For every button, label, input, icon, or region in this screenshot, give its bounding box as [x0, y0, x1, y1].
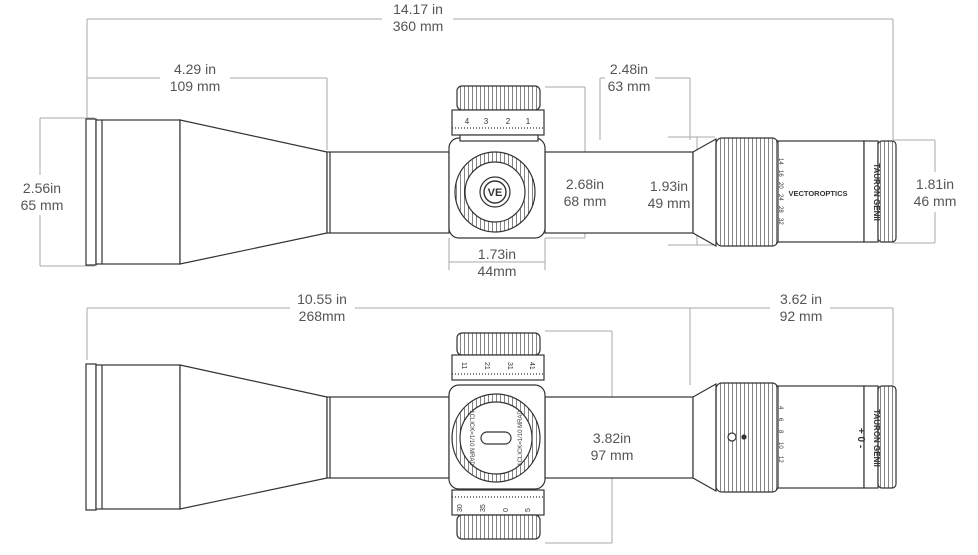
- dim-turret-height-top: 3.82in 97 mm: [590, 430, 634, 463]
- lower-turret-cap: [456, 514, 541, 540]
- top-turret-cap: [456, 332, 541, 356]
- eyepiece-body: [777, 140, 865, 243]
- dim-eyepiece-diameter: 1.93in 49 mm: [647, 178, 691, 211]
- power-ring-numbers: 14 16 20 24 28 32: [777, 158, 783, 225]
- svg-text:14: 14: [777, 158, 783, 165]
- power-ring: [715, 382, 779, 493]
- vector-optics-logo-icon: VE: [483, 180, 507, 204]
- svg-text:VE: VE: [488, 187, 503, 199]
- elevation-number: 3: [484, 117, 489, 126]
- top-turret-numbers: 11 21 31 41: [460, 362, 535, 370]
- svg-text:30: 30: [457, 504, 464, 512]
- dim-eyepiece-length: 2.48in 63 mm: [607, 61, 651, 94]
- dim-front-to-saddle: 10.55 in 268mm: [297, 291, 347, 324]
- elevation-turret-cap: [456, 85, 541, 111]
- brand-label: VECTOROPTICS: [788, 189, 847, 198]
- eyepiece-taper: [692, 382, 717, 493]
- lower-turret-numbers: 30 35 0 5: [457, 504, 532, 512]
- top-turret-scale: [451, 354, 545, 381]
- scope-side-view: [85, 85, 897, 266]
- power-ring-numbers-top: 4 6 8 10 12: [777, 406, 783, 463]
- svg-text:10: 10: [777, 442, 783, 449]
- svg-text:21: 21: [483, 362, 490, 370]
- eyepiece-body: [777, 385, 865, 489]
- cap-text-left: 1CLICK=1/10 MRAD: [468, 410, 474, 466]
- eyepiece-taper: [692, 137, 717, 248]
- svg-text:12: 12: [777, 456, 783, 463]
- dim-objective-diameter: 2.56in 65 mm: [20, 180, 64, 213]
- svg-text:31: 31: [506, 362, 513, 370]
- svg-text:6: 6: [777, 418, 783, 422]
- main-tube-front: [326, 151, 450, 234]
- dim-ocular-diameter: 1.81in 46 mm: [913, 176, 957, 209]
- elevation-number: 4: [465, 117, 470, 126]
- objective-bell: [95, 119, 181, 265]
- ocular-ring: [877, 385, 897, 489]
- model-label: TAURON GENII: [872, 163, 881, 221]
- dim-turret-height-side: 2.68in 68 mm: [563, 176, 607, 209]
- svg-text:35: 35: [480, 504, 487, 512]
- svg-text:24: 24: [777, 194, 783, 201]
- dimension-lines: [39, 18, 936, 544]
- main-tube-rear: [544, 151, 694, 234]
- dim-saddle-to-rear: 3.62 in 92 mm: [779, 291, 823, 324]
- objective-taper: [179, 119, 328, 265]
- objective-taper: [179, 364, 328, 510]
- scope-top-view: [85, 332, 897, 540]
- elevation-number: 1: [526, 117, 531, 126]
- svg-text:20: 20: [777, 182, 783, 189]
- svg-text:11: 11: [460, 362, 467, 369]
- objective-lens-rim: [85, 118, 97, 266]
- diopter-marks: + 0 -: [855, 428, 866, 448]
- dim-turret-width: 1.73in 44mm: [477, 246, 517, 279]
- svg-text:16: 16: [777, 170, 783, 177]
- model-label: TAURON GENII: [872, 409, 881, 467]
- main-tube-front: [326, 396, 450, 479]
- dim-objective-length: 4.29 in 109 mm: [169, 61, 221, 94]
- elevation-number: 2: [506, 117, 511, 126]
- svg-text:5: 5: [525, 508, 532, 512]
- svg-text:0: 0: [503, 508, 510, 512]
- cap-text-right: 1CLICK=1/10 MRAD: [518, 410, 524, 466]
- objective-lens-rim: [85, 363, 97, 511]
- power-ring: [715, 137, 779, 247]
- turret-slot: [480, 431, 512, 445]
- svg-text:4: 4: [777, 406, 783, 410]
- svg-text:8: 8: [777, 430, 783, 434]
- ocular-ring: [877, 140, 897, 243]
- svg-text:41: 41: [528, 362, 535, 370]
- dim-overall-length: 14.17 in 360 mm: [392, 1, 444, 34]
- objective-bell: [95, 364, 181, 510]
- svg-text:28: 28: [777, 206, 783, 213]
- svg-text:32: 32: [777, 218, 783, 225]
